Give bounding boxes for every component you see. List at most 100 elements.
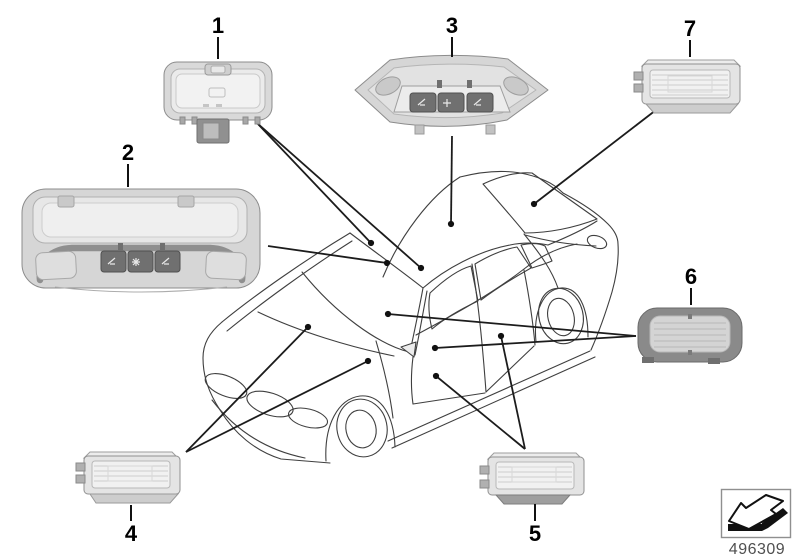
diagram-footer: 496309 bbox=[720, 488, 792, 558]
leader-line-1 bbox=[256, 122, 425, 272]
lamp-4-lens bbox=[91, 460, 171, 489]
callout-label-5[interactable]: 5 bbox=[529, 521, 541, 546]
lamp-6-clip bbox=[688, 314, 692, 319]
car-rear-door-window bbox=[474, 246, 532, 301]
lamp-2-bottom-shade bbox=[54, 286, 228, 293]
car-shoulder-line-2 bbox=[226, 240, 353, 332]
car-b-pillar bbox=[471, 263, 487, 393]
lamp-1-switch bbox=[208, 87, 226, 98]
reading-light-button bbox=[409, 92, 437, 113]
car-air-intake bbox=[287, 407, 329, 429]
car-tail-lamp bbox=[586, 234, 608, 250]
lamp-7-connector bbox=[633, 71, 644, 81]
leader-line-4 bbox=[185, 323, 372, 453]
lamp-2-illustration[interactable] bbox=[21, 188, 261, 293]
lamp-3-mount-tab bbox=[485, 124, 496, 135]
reading-light-button-icon bbox=[417, 98, 426, 106]
car-bumper-crease bbox=[211, 399, 306, 459]
car-a-pillar-far bbox=[382, 176, 461, 278]
lamp-4-illustration[interactable] bbox=[75, 451, 181, 504]
callout-label-3[interactable]: 3 bbox=[446, 13, 458, 38]
leader-line-7 bbox=[530, 109, 657, 208]
lamp-5-connector bbox=[479, 465, 490, 475]
lamp-2-post bbox=[160, 243, 165, 250]
location-dot bbox=[447, 220, 455, 228]
car-rear-window bbox=[482, 172, 598, 234]
car-sill-line bbox=[387, 350, 591, 442]
fold-arrow-icon bbox=[728, 494, 788, 531]
car-front-wheel-rim bbox=[345, 409, 377, 449]
lamp-2-lens-left bbox=[35, 250, 77, 281]
lamp-5-connector bbox=[479, 479, 490, 489]
lamp-7-lens-ribs bbox=[652, 74, 728, 96]
location-dot bbox=[383, 259, 391, 267]
lamp-5-flange bbox=[494, 494, 572, 505]
location-dot bbox=[530, 200, 538, 208]
lamp-3-buttons bbox=[409, 92, 494, 113]
lamp-2-notch bbox=[57, 195, 75, 208]
lamp-3-side-lens-right bbox=[503, 76, 529, 96]
car-c-pillar bbox=[547, 220, 598, 246]
lamp-5-illustration[interactable] bbox=[479, 452, 585, 505]
lamp-6-mount-tab bbox=[708, 358, 720, 364]
car-rear-wheel-rim bbox=[547, 297, 575, 337]
lamp-3-side-lens-left bbox=[375, 76, 401, 96]
lamp-1-detail bbox=[216, 104, 222, 107]
lamp-7-lens bbox=[649, 69, 731, 99]
lamp-3-post bbox=[437, 80, 442, 88]
lamp-2-buttons bbox=[100, 250, 181, 273]
car-front-door-edge bbox=[410, 356, 414, 405]
car-hood-crease bbox=[257, 311, 395, 357]
car-front-wheel-arch bbox=[325, 395, 396, 462]
car-trunk-tail bbox=[562, 192, 619, 351]
location-dot bbox=[384, 310, 392, 318]
callout-label-7[interactable]: 7 bbox=[684, 16, 696, 41]
lamp-6-clip bbox=[688, 350, 692, 355]
diagram-number: 496309 bbox=[729, 541, 785, 558]
callout-label-1[interactable]: 1 bbox=[212, 13, 224, 38]
lamp-6-mount-tab bbox=[642, 357, 654, 363]
lamp-3-post bbox=[467, 80, 472, 88]
lamp-5-lens bbox=[495, 461, 575, 490]
lamp-1-illustration[interactable] bbox=[163, 61, 273, 144]
lamp-3-illustration[interactable] bbox=[354, 54, 549, 135]
car-roofline bbox=[459, 170, 564, 194]
lamp-3-mount-tab bbox=[414, 124, 425, 135]
lamp-2-notch bbox=[177, 195, 195, 208]
location-dot bbox=[431, 344, 439, 352]
car-kidney-grille bbox=[246, 390, 294, 418]
reading-light-button-icon bbox=[107, 257, 116, 265]
lamp-6-illustration[interactable] bbox=[637, 307, 743, 364]
location-dot bbox=[364, 357, 372, 365]
car-side-mirror bbox=[400, 341, 417, 358]
interior-light-button bbox=[127, 250, 154, 273]
location-dot bbox=[497, 332, 505, 340]
lamp-1-connector-pin bbox=[202, 122, 220, 140]
lamp-4-lens-detail bbox=[107, 465, 153, 482]
leader-line-6 bbox=[384, 310, 637, 352]
location-dot bbox=[432, 372, 440, 380]
callout-label-4[interactable]: 4 bbox=[125, 521, 138, 546]
lamp-2-lens-right bbox=[205, 250, 247, 281]
car-front-door-bottom bbox=[412, 392, 486, 405]
callout-label-2[interactable]: 2 bbox=[122, 140, 134, 165]
location-dot bbox=[304, 323, 312, 331]
car-rear-door-bottom bbox=[485, 345, 535, 393]
car-rear-quarter-shoulder bbox=[523, 233, 559, 289]
lamp-7-flange bbox=[644, 103, 740, 114]
lamp-4-connector bbox=[75, 474, 86, 484]
car-sill-line-2 bbox=[391, 356, 596, 449]
reading-light-button bbox=[154, 250, 181, 273]
lamp-7-illustration[interactable] bbox=[633, 59, 742, 114]
car-rear-door-edge bbox=[523, 269, 536, 346]
location-dot bbox=[417, 264, 425, 272]
lamp-1-latch-inner bbox=[210, 65, 226, 74]
lamp-4-connector bbox=[75, 462, 86, 472]
callout-label-6[interactable]: 6 bbox=[685, 264, 697, 289]
car-front-fascia bbox=[202, 321, 331, 464]
interior-light-button-icon bbox=[443, 99, 451, 107]
lamp-1-lens bbox=[175, 73, 261, 109]
reading-light-button bbox=[100, 250, 127, 273]
